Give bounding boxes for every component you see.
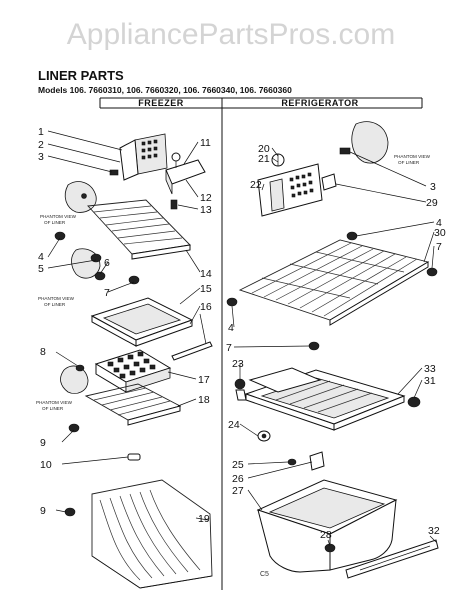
callout-29: 29 xyxy=(426,197,438,209)
callout-7: 7 xyxy=(104,287,110,299)
phantom-note-2a: PHANTOM VIEW xyxy=(38,296,75,301)
callout-16: 16 xyxy=(200,301,212,313)
models-line: Models 106. 7660310, 106. 7660320, 106. … xyxy=(38,85,292,95)
freezer-pan xyxy=(90,297,194,347)
footer-code: C5 xyxy=(260,571,269,578)
freezer-phantom-liner-middle: PHANTOM VIEW OF LINER xyxy=(36,364,89,411)
crisper-pan xyxy=(256,479,398,573)
freezer-light-cover xyxy=(165,152,206,210)
callout-3r: 3 xyxy=(430,181,436,193)
callout-20: 20 xyxy=(258,143,270,155)
callout-6: 6 xyxy=(104,257,110,269)
callout-19: 19 xyxy=(198,513,210,525)
leader-lines xyxy=(47,130,437,547)
callout-22: 22 xyxy=(250,179,262,191)
callout-9b: 9 xyxy=(40,505,46,517)
phantom-note-1a: PHANTOM VIEW xyxy=(40,214,77,219)
watermark-text: AppliancePartsPros.com xyxy=(67,18,395,51)
crisper-cover xyxy=(244,367,421,431)
callout-27: 27 xyxy=(232,485,244,497)
freezer-small-wire-shelf xyxy=(84,383,182,426)
callout-4r1: 4 xyxy=(436,217,442,229)
callout-7r1: 7 xyxy=(436,241,442,253)
refrigerator-shelf-supports xyxy=(226,231,438,351)
callout-18: 18 xyxy=(198,394,210,406)
diagram-title: LINER PARTS xyxy=(38,68,124,83)
phantom-note-3a: PHANTOM VIEW xyxy=(36,400,73,405)
callout-17: 17 xyxy=(198,374,210,386)
freezer-wire-basket xyxy=(91,479,213,589)
callout-4: 4 xyxy=(38,251,44,263)
phantom-note-4a: PHANTOM VIEW xyxy=(394,154,431,159)
callout-2: 2 xyxy=(38,139,44,151)
freezer-control-housing xyxy=(109,133,168,181)
phantom-note-1b: OF LINER xyxy=(44,220,66,225)
freezer-bar xyxy=(171,341,213,361)
phantom-note-2b: OF LINER xyxy=(44,302,66,307)
callout-12: 12 xyxy=(200,192,212,204)
ice-cube-tray xyxy=(94,349,172,393)
callout-3: 3 xyxy=(38,151,44,163)
callout-11: 11 xyxy=(200,137,211,149)
callout-14: 14 xyxy=(200,268,212,280)
callout-28: 28 xyxy=(320,529,332,541)
freezer-wire-shelf xyxy=(87,199,191,260)
callout-numbers: 1 2 3 11 12 13 4 5 6 7 14 15 16 8 17 18 … xyxy=(38,126,446,541)
column-headers: FREEZER REFRIGERATOR xyxy=(99,97,423,590)
callout-7r2: 7 xyxy=(226,342,232,354)
callout-33: 33 xyxy=(424,363,436,375)
callout-21: 21 xyxy=(258,153,270,165)
callout-5: 5 xyxy=(38,263,44,275)
freezer-shelf-supports: PHANTOM VIEW OF LINER xyxy=(38,231,140,307)
callout-23: 23 xyxy=(232,358,244,370)
callout-10: 10 xyxy=(40,459,52,471)
callout-30: 30 xyxy=(434,227,446,239)
callout-31: 31 xyxy=(424,375,436,387)
refrigerator-wire-shelf xyxy=(238,239,430,326)
refrigerator-header: REFRIGERATOR xyxy=(281,98,358,108)
callout-4r2: 4 xyxy=(228,322,234,334)
phantom-note-3b: OF LINER xyxy=(42,406,64,411)
callout-24: 24 xyxy=(228,419,240,431)
phantom-note-4b: OF LINER xyxy=(398,160,420,165)
freezer-header: FREEZER xyxy=(138,98,184,108)
callout-9a: 9 xyxy=(40,437,46,449)
freezer-small-parts xyxy=(64,423,141,517)
callout-1: 1 xyxy=(38,126,44,138)
refrigerator-control-housing xyxy=(257,153,337,217)
callout-26: 26 xyxy=(232,473,244,485)
freezer-phantom-liner-top: PHANTOM VIEW OF LINER xyxy=(40,181,97,225)
callout-15: 15 xyxy=(200,283,212,295)
callout-25: 25 xyxy=(232,459,244,471)
crisper-slide-parts xyxy=(287,451,325,471)
callout-32: 32 xyxy=(428,525,440,537)
callout-13: 13 xyxy=(200,204,212,216)
callout-8: 8 xyxy=(40,346,46,358)
refrigerator-phantom-liner: PHANTOM VIEW OF LINER xyxy=(339,121,431,165)
crisper-front-trim xyxy=(345,539,439,579)
